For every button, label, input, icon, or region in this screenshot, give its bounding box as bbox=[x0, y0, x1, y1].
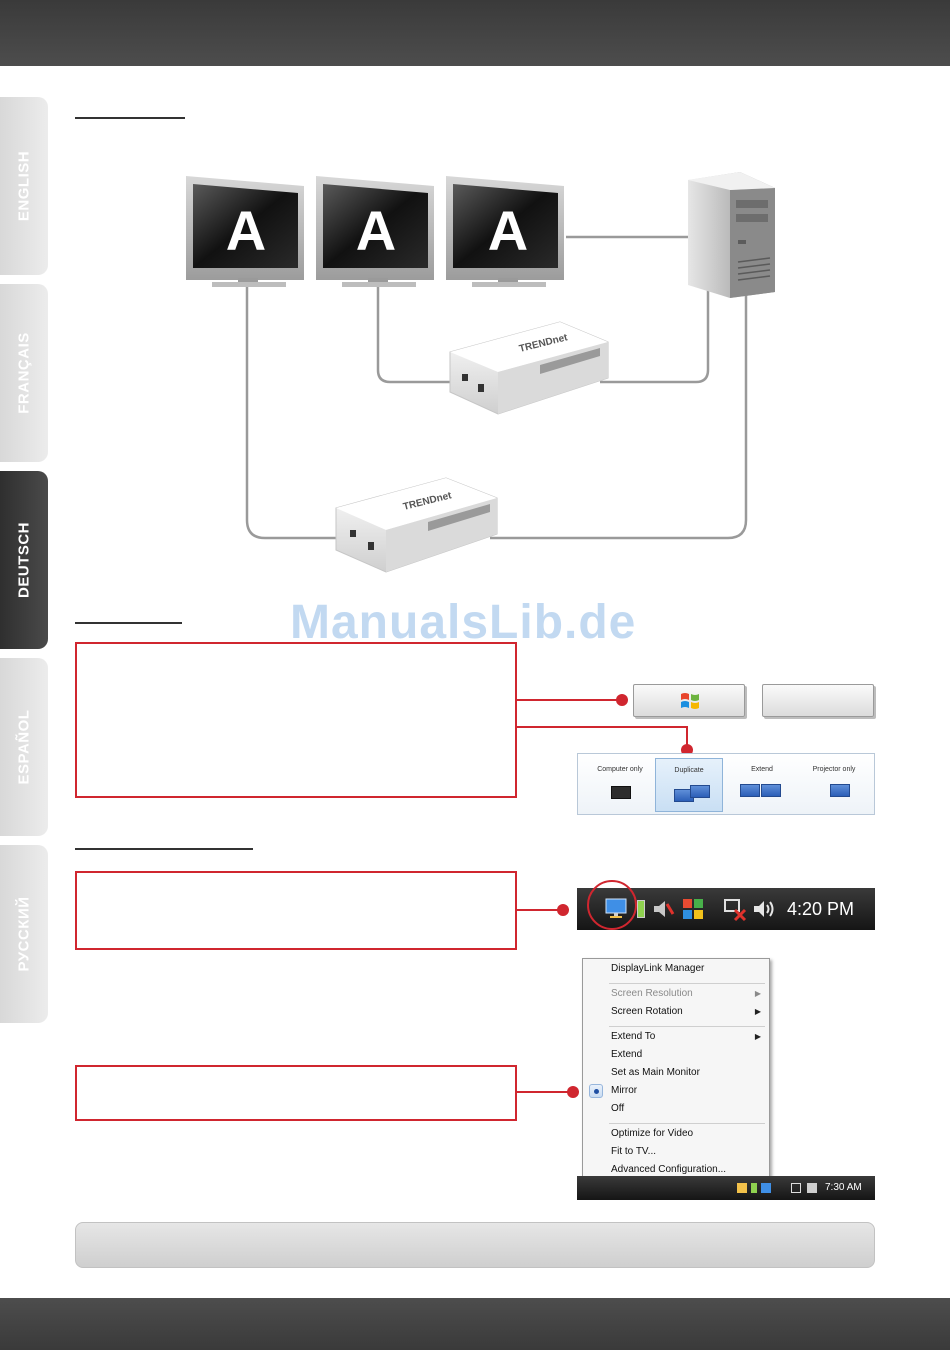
tray-highlight-circle bbox=[587, 880, 637, 930]
monitor-icon bbox=[830, 784, 850, 797]
tab-label: ESPAÑOL bbox=[15, 709, 33, 785]
windows-logo-icon bbox=[681, 693, 699, 709]
menu-item-displaylink-manager[interactable]: DisplayLink Manager bbox=[611, 963, 705, 974]
displaylink-context-menu: DisplayLink Manager Screen Resolution ▶ … bbox=[582, 958, 770, 1182]
menu-item-mirror[interactable]: Mirror bbox=[611, 1085, 638, 1096]
radio-selected-icon bbox=[589, 1084, 603, 1098]
option-label: Computer only bbox=[597, 766, 643, 773]
top-header-bar bbox=[0, 0, 950, 66]
option-computer-only[interactable]: Computer only bbox=[586, 758, 654, 812]
monitor-2: A bbox=[316, 176, 434, 287]
submenu-arrow-icon: ▶ bbox=[754, 989, 761, 998]
tray-icon bbox=[751, 1183, 757, 1193]
tray-icon bbox=[791, 1183, 801, 1193]
menu-separator bbox=[609, 1026, 765, 1027]
callout-line bbox=[517, 909, 567, 911]
computer-tower bbox=[688, 172, 775, 298]
option-label: Extend bbox=[751, 766, 773, 773]
section-heading-line bbox=[75, 117, 185, 119]
instruction-box-3 bbox=[75, 1065, 517, 1121]
section-heading-line bbox=[75, 622, 182, 624]
tab-deutsch[interactable]: DEUTSCH bbox=[0, 471, 48, 649]
monitor-icon bbox=[611, 786, 631, 799]
monitor-1: A bbox=[186, 176, 304, 287]
option-duplicate[interactable]: Duplicate bbox=[655, 758, 723, 812]
tray-icon bbox=[737, 1183, 747, 1193]
watermark: ManualsLib.de bbox=[290, 596, 637, 649]
bottom-footer-bar bbox=[0, 1298, 950, 1350]
instruction-box-2 bbox=[75, 871, 517, 950]
speaker-muted-icon bbox=[654, 901, 675, 917]
option-projector-only[interactable]: Projector only bbox=[800, 758, 868, 812]
tray-icon bbox=[761, 1183, 771, 1193]
menu-item-screen-rotation[interactable]: Screen Rotation bbox=[611, 1006, 683, 1017]
tab-francais[interactable]: FRANÇAIS bbox=[0, 284, 48, 462]
system-tray-taskbar: 4:20 PM bbox=[577, 880, 875, 930]
option-label: Projector only bbox=[812, 766, 856, 773]
option-label: Duplicate bbox=[674, 767, 704, 774]
section-heading-line bbox=[75, 848, 253, 850]
monitor-3: A bbox=[446, 176, 564, 287]
security-shield-icon bbox=[683, 899, 703, 919]
usb-adapter-1: TRENDnet bbox=[449, 321, 609, 415]
submenu-arrow-icon: ▶ bbox=[754, 1007, 761, 1016]
option-extend[interactable]: Extend bbox=[728, 758, 796, 812]
menu-item-off[interactable]: Off bbox=[611, 1103, 625, 1114]
submenu-arrow-icon: ▶ bbox=[754, 1032, 761, 1041]
network-disconnected-icon bbox=[724, 899, 747, 922]
callout-dot bbox=[567, 1086, 579, 1098]
monitor-letter: A bbox=[356, 199, 396, 262]
volume-icon bbox=[754, 901, 774, 917]
windows-key-button[interactable] bbox=[633, 684, 745, 717]
monitor-icon bbox=[690, 785, 710, 798]
tab-english[interactable]: ENGLISH bbox=[0, 97, 48, 275]
menu-item-set-main-monitor[interactable]: Set as Main Monitor bbox=[611, 1067, 700, 1078]
instruction-box-1 bbox=[75, 642, 517, 798]
callout-line bbox=[517, 699, 620, 701]
callout-line bbox=[686, 726, 688, 748]
menu-item-screen-resolution[interactable]: Screen Resolution bbox=[611, 988, 693, 999]
menu-item-fit-to-tv[interactable]: Fit to TV... bbox=[611, 1146, 657, 1157]
callout-line bbox=[517, 1091, 572, 1093]
menu-separator bbox=[609, 983, 765, 984]
menu-item-extend-to[interactable]: Extend To bbox=[611, 1031, 656, 1042]
menu-item-optimize-video[interactable]: Optimize for Video bbox=[611, 1128, 694, 1139]
monitor-letter: A bbox=[488, 199, 528, 262]
usb-adapter-2: TRENDnet bbox=[335, 477, 498, 573]
note-bar bbox=[75, 1222, 875, 1268]
menu-separator bbox=[609, 1123, 765, 1124]
tray-clock: 4:20 PM bbox=[787, 899, 855, 919]
monitor-letter: A bbox=[226, 199, 266, 262]
p-key-button[interactable] bbox=[762, 684, 874, 717]
menu-item-extend[interactable]: Extend bbox=[611, 1049, 643, 1060]
tab-espanol[interactable]: ESPAÑOL bbox=[0, 658, 48, 836]
callout-line bbox=[517, 726, 688, 728]
projection-options-panel: Computer only Duplicate Extend Projector… bbox=[577, 753, 875, 815]
menu-item-advanced-configuration[interactable]: Advanced Configuration... bbox=[611, 1164, 727, 1175]
tab-russian[interactable]: РУССКИЙ bbox=[0, 845, 48, 1023]
tab-label: РУССКИЙ bbox=[15, 896, 33, 972]
connection-diagram: A A A TRENDn bbox=[186, 172, 775, 573]
system-tray-taskbar-small: 7:30 AM bbox=[577, 1176, 875, 1200]
volume-icon bbox=[807, 1183, 817, 1193]
callout-dot bbox=[616, 694, 628, 706]
tray-clock: 7:30 AM bbox=[825, 1182, 862, 1193]
callout-dot bbox=[557, 904, 569, 916]
monitor-icon bbox=[761, 784, 781, 797]
battery-icon bbox=[637, 900, 645, 918]
monitor-icon bbox=[740, 784, 760, 797]
